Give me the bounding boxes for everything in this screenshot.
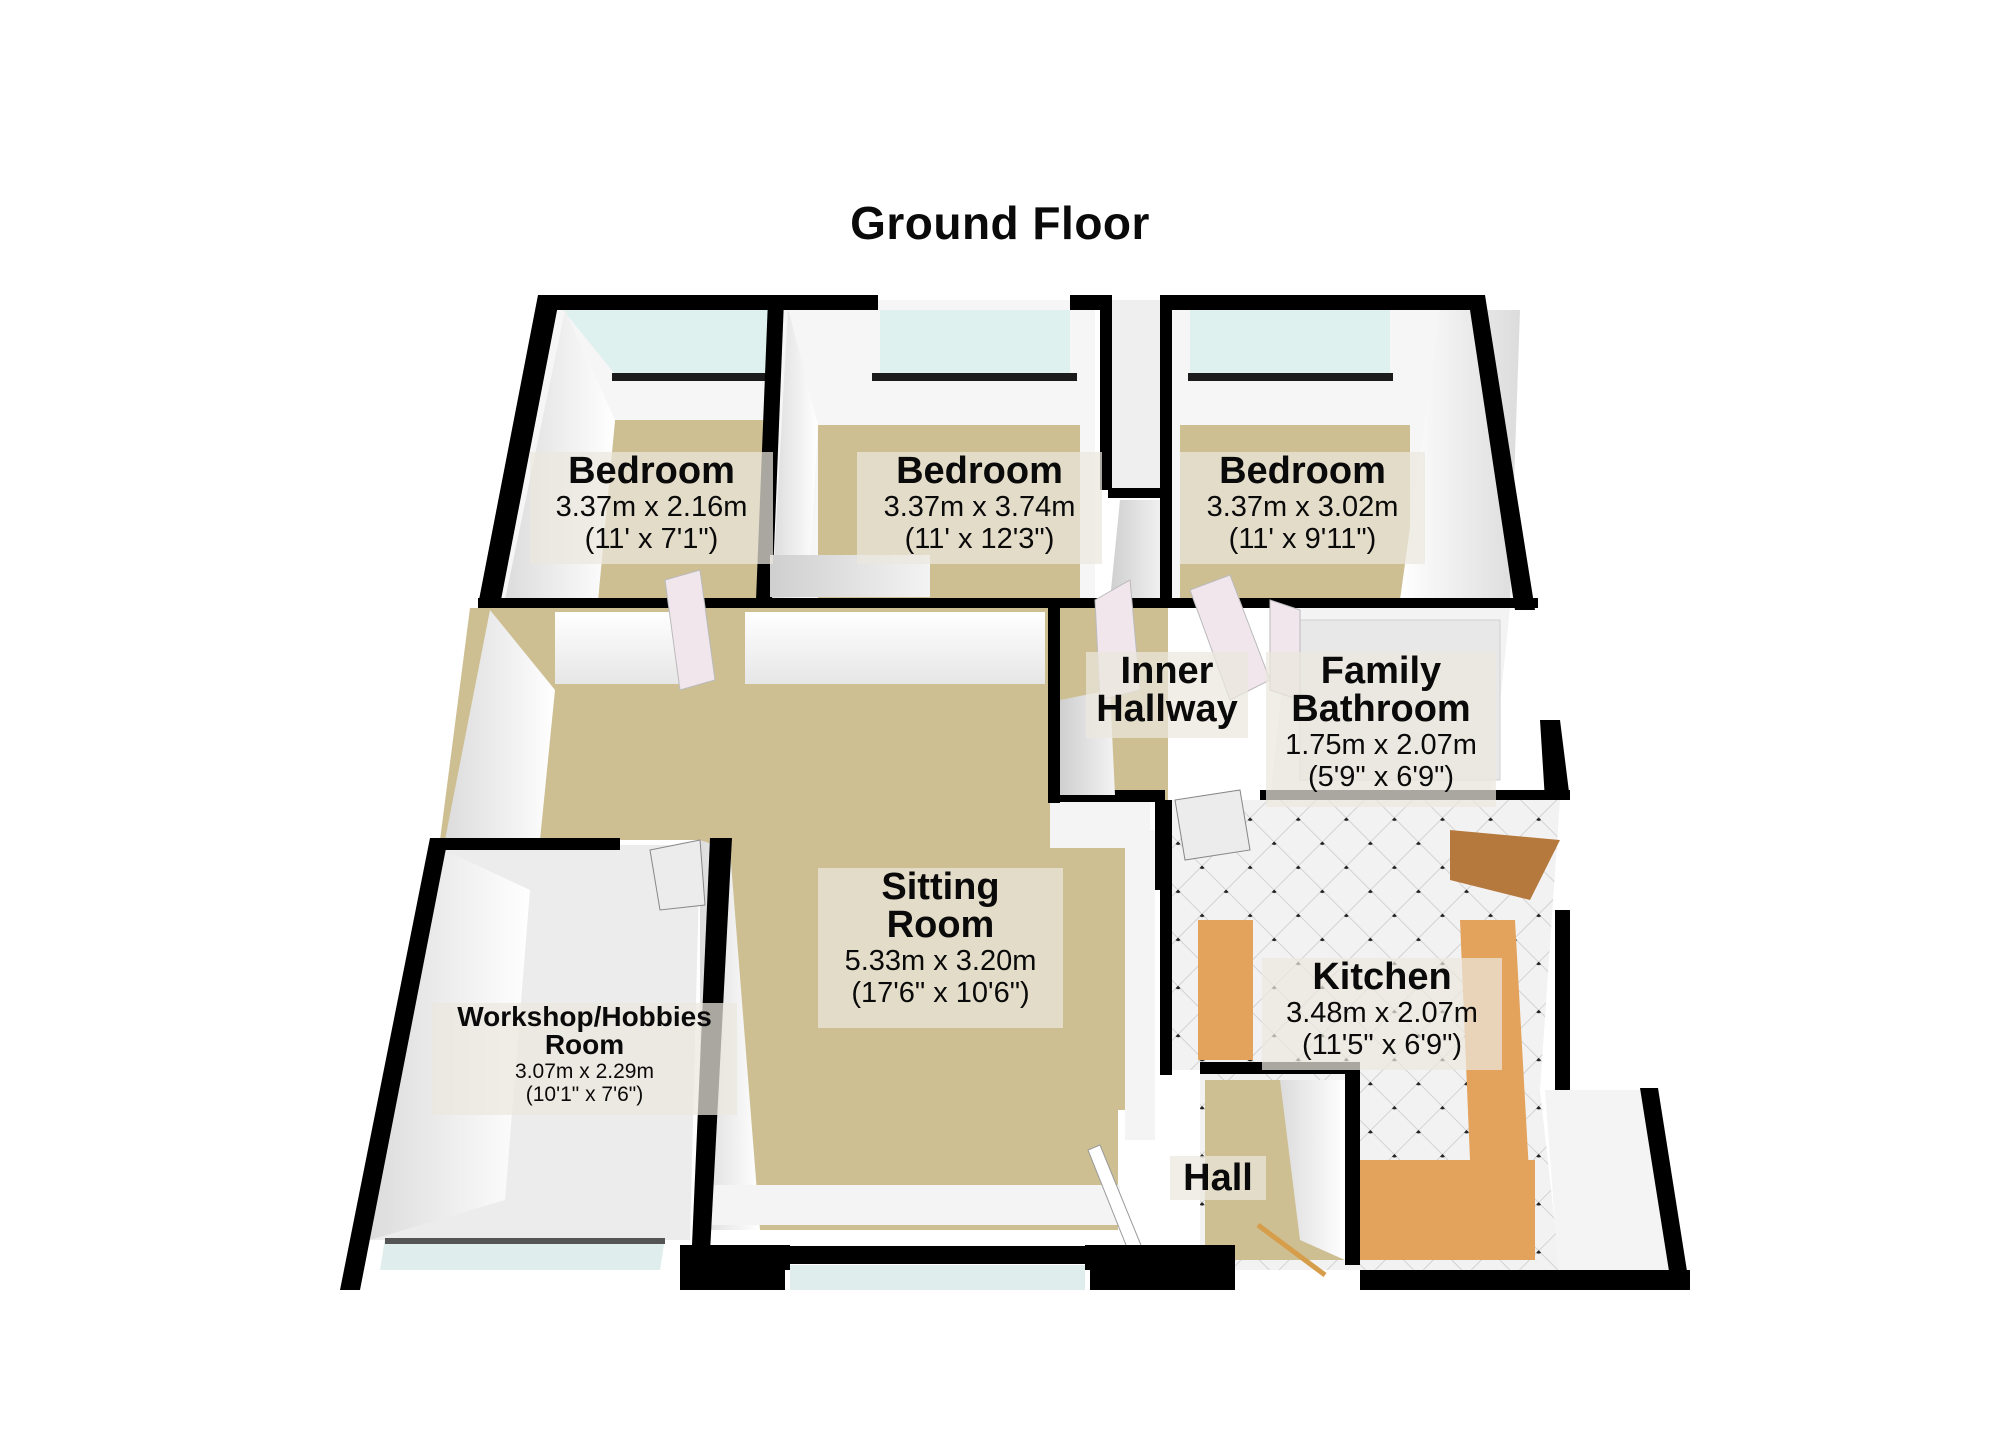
room-name-line1: Family (1320, 650, 1442, 692)
room-name: Hall (1183, 1157, 1253, 1199)
room-name-line1: Inner (1120, 650, 1214, 692)
room-dimensions-metric: 3.37m x 3.02m (1206, 491, 1399, 523)
room-label-workshop: Workshop/Hobbies Room 3.07m x 2.29m (10'… (432, 1003, 737, 1115)
room-label-sitting-room: Sitting Room 5.33m x 3.20m (17'6" x 10'6… (818, 868, 1063, 1028)
room-name-line2: Room (886, 904, 995, 946)
room-dimensions-imperial: (11' x 12'3") (904, 523, 1055, 555)
room-name: Kitchen (1312, 956, 1452, 998)
room-dimensions-metric: 5.33m x 3.20m (844, 945, 1037, 977)
floor-title: Ground Floor (850, 197, 1150, 249)
room-dimensions-metric: 3.07m x 2.29m (515, 1060, 654, 1083)
room-name: Bedroom (568, 450, 735, 492)
room-dimensions-metric: 3.37m x 2.16m (555, 491, 748, 523)
room-name: Bedroom (1219, 450, 1386, 492)
room-label-kitchen: Kitchen 3.48m x 2.07m (11'5" x 6'9") (1262, 958, 1502, 1070)
room-name-line2: Room (544, 1029, 625, 1060)
room-name: Bedroom (896, 450, 1063, 492)
room-dimensions-imperial: (11' x 9'11") (1228, 523, 1377, 555)
room-dimensions-imperial: (10'1" x 7'6") (525, 1083, 644, 1106)
room-name-line2: Bathroom (1291, 688, 1471, 730)
wardrobe-geometry (1100, 295, 1166, 600)
room-label-inner-hallway: Inner Hallway (1086, 652, 1248, 738)
room-dimensions-imperial: (5'9" x 6'9") (1307, 761, 1455, 793)
room-name-line1: Workshop/Hobbies (457, 1001, 712, 1032)
hall-geometry (1205, 1080, 1345, 1278)
outer-wall-bottom (680, 1245, 1235, 1290)
room-label-family-bathroom: Family Bathroom 1.75m x 2.07m (5'9" x 6'… (1266, 652, 1496, 807)
room-dimensions-metric: 1.75m x 2.07m (1285, 729, 1477, 761)
room-label-bedroom-3: Bedroom 3.37m x 3.02m (11' x 9'11") (1180, 452, 1425, 564)
room-dimensions-metric: 3.48m x 2.07m (1286, 997, 1478, 1029)
room-label-bedroom-1: Bedroom 3.37m x 2.16m (11' x 7'1") (530, 452, 773, 564)
room-dimensions-imperial: (11'5" x 6'9") (1301, 1029, 1463, 1061)
sitting-room-geometry (440, 608, 1155, 1261)
room-dimensions-imperial: (17'6" x 10'6") (851, 977, 1030, 1009)
room-label-bedroom-2: Bedroom 3.37m x 3.74m (11' x 12'3") (857, 452, 1102, 564)
room-dimensions-imperial: (11' x 7'1") (584, 523, 719, 555)
room-name-line2: Hallway (1096, 688, 1238, 730)
room-dimensions-metric: 3.37m x 3.74m (883, 491, 1076, 523)
room-name-line1: Sitting (881, 866, 1000, 908)
room-label-hall: Hall (1170, 1156, 1266, 1200)
